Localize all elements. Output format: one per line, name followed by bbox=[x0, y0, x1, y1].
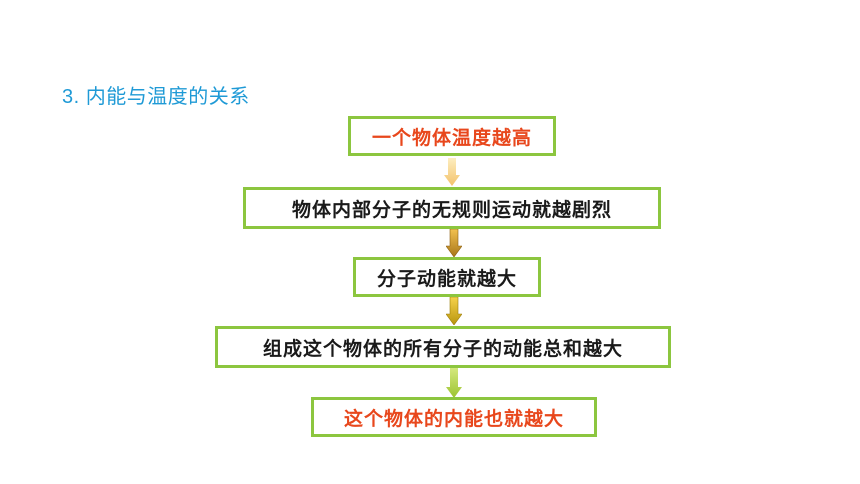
down-arrow-icon bbox=[444, 158, 460, 186]
step-box-molecular-motion: 物体内部分子的无规则运动就越剧烈 bbox=[243, 187, 661, 229]
down-arrow-icon bbox=[446, 368, 462, 398]
step-box-kinetic-energy: 分子动能就越大 bbox=[353, 257, 541, 297]
step-box-internal-energy: 这个物体的内能也就越大 bbox=[311, 397, 597, 437]
step-box-temperature-higher: 一个物体温度越高 bbox=[348, 116, 556, 156]
section-heading: 3. 内能与温度的关系 bbox=[62, 86, 250, 108]
down-arrow-icon bbox=[446, 297, 462, 325]
step-box-total-kinetic-energy: 组成这个物体的所有分子的动能总和越大 bbox=[215, 326, 671, 368]
down-arrow-icon bbox=[446, 229, 462, 257]
